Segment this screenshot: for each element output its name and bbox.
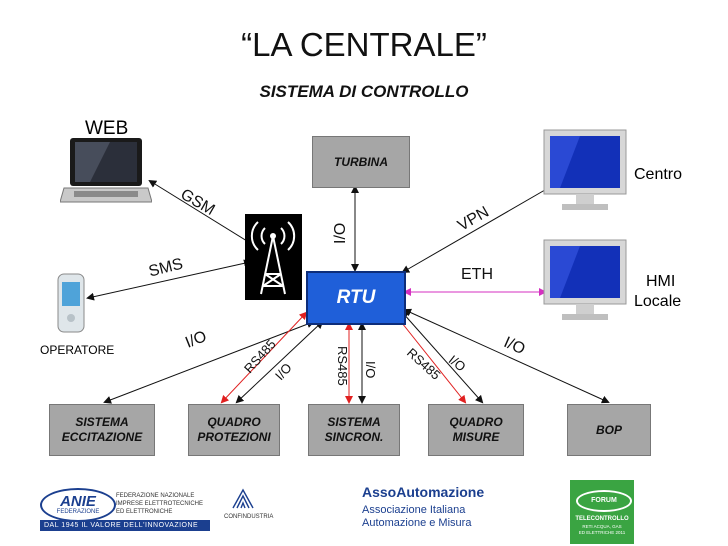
page-title: “LA CENTRALE”	[241, 26, 487, 63]
monitor-icon-centro	[543, 129, 627, 210]
gsm-link	[148, 179, 257, 248]
sincron-io-label: I/O	[363, 361, 378, 379]
sms-link	[86, 259, 252, 301]
anie-logo: ANIE FEDERAZIONE	[40, 488, 116, 522]
hmi-label: HMI	[646, 273, 676, 290]
laptop-icon	[60, 138, 152, 203]
operatore-label: OPERATORE	[40, 343, 115, 357]
assoautomazione-title: AssoAutomazione	[362, 484, 485, 500]
sincron-rs485-label: RS485	[335, 346, 350, 386]
monitor-icon-hmi	[543, 239, 627, 320]
smartphone-icon	[57, 273, 85, 333]
page-subtitle: SISTEMA DI CONTROLLO	[259, 82, 469, 101]
eth-label: ETH	[461, 266, 493, 283]
bop-box: BOP	[567, 404, 651, 456]
anie-motto: DAL 1945 IL VALORE DELL'INNOVAZIONE	[40, 520, 210, 531]
locale-label: Locale	[634, 293, 682, 310]
centro-label: Centro	[634, 166, 683, 183]
confindustria-label: CONFINDUSTRIA	[224, 514, 274, 520]
turbina-io-label: I/O	[332, 222, 349, 244]
rtu-box: RTU	[306, 271, 406, 325]
bop-link	[403, 308, 610, 404]
antenna-icon	[245, 214, 302, 300]
turbina-box: TURBINA	[312, 136, 410, 188]
web-label: WEB	[85, 118, 129, 139]
vpn-link	[401, 181, 559, 274]
confindustria-emblem-icon	[232, 488, 254, 509]
protezioni-io-link	[235, 320, 324, 404]
